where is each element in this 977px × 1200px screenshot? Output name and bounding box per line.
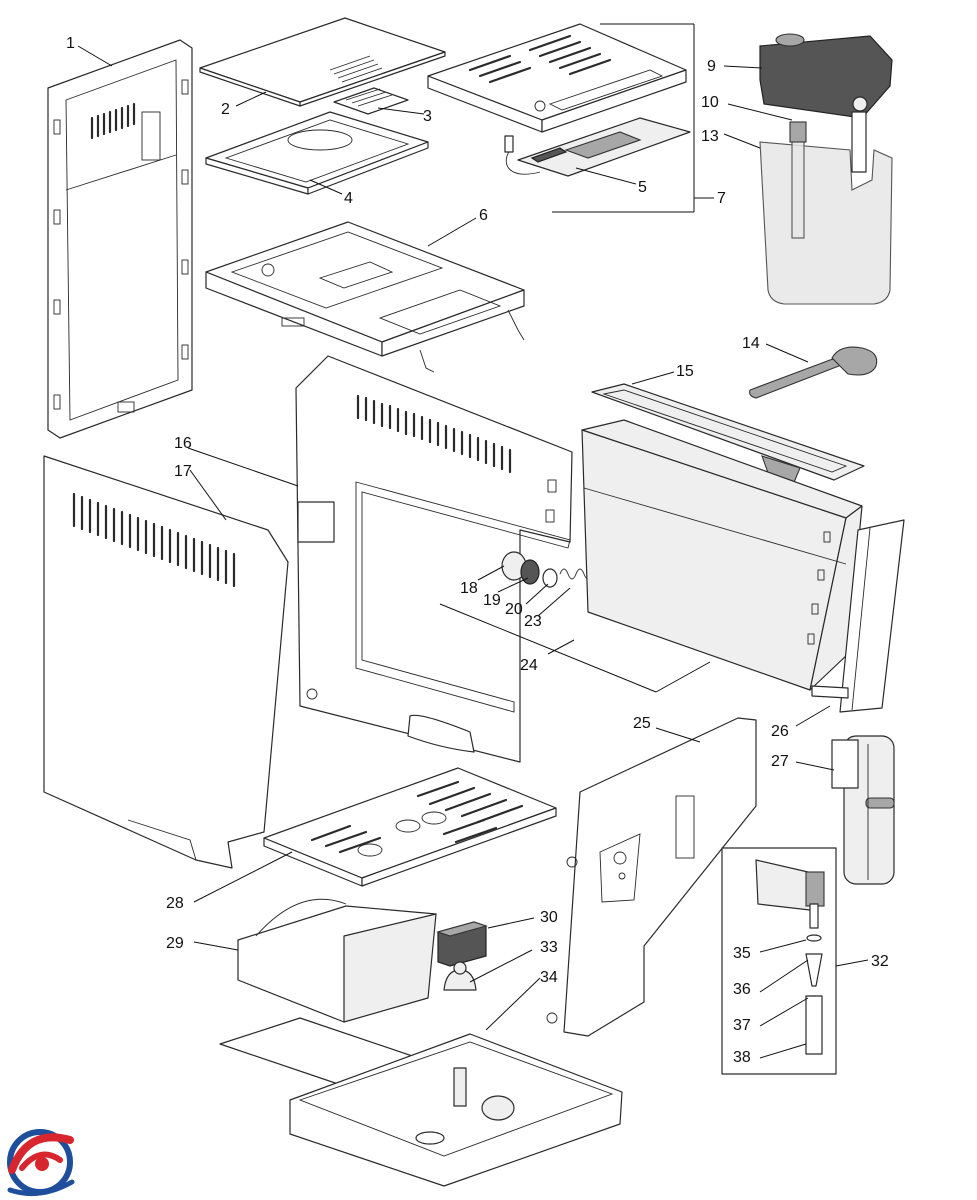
callout-5: 5 (638, 179, 647, 196)
part-3-lid-grille (333, 87, 409, 115)
part-27-pump-assembly (831, 735, 895, 885)
part-34-base-tray (219, 1017, 623, 1187)
part-17-left-side-panel (43, 455, 289, 869)
callout-7: 7 (717, 190, 726, 207)
part-4-drip-tray-top (205, 111, 429, 195)
part-25-front-panel (546, 717, 757, 1037)
callout-2: 2 (221, 101, 230, 118)
part-28-cup-grid (263, 767, 557, 887)
part-20-ring (542, 568, 558, 588)
callout-28: 28 (166, 895, 184, 912)
callout-25: 25 (633, 715, 651, 732)
part-14-measuring-spoon (749, 346, 878, 399)
part-29-grounds-container (237, 898, 437, 1023)
part-7-top-cover-display (427, 23, 695, 213)
callout-38: 38 (733, 1049, 751, 1066)
part-1-rear-panel (47, 39, 193, 439)
callout-35: 35 (733, 945, 751, 962)
callout-27: 27 (771, 753, 789, 770)
callout-24: 24 (520, 657, 538, 674)
part-19-fitting (520, 559, 540, 585)
callout-32: 32 (871, 953, 889, 970)
callout-3: 3 (423, 108, 432, 125)
callout-4: 4 (344, 190, 353, 207)
part-16-inner-frame (295, 355, 573, 763)
callout-17: 17 (174, 463, 192, 480)
part-13-water-tank (759, 139, 893, 305)
leader-lines (77, 45, 869, 1059)
callout-16: 16 (174, 435, 192, 452)
part-30-cap (436, 921, 488, 967)
part-33-foot (443, 961, 477, 991)
callout-36: 36 (733, 981, 751, 998)
callout-14: 14 (742, 335, 760, 352)
callout-9: 9 (707, 58, 716, 75)
part-10-tank-valve (789, 121, 807, 143)
callout-13: 13 (701, 128, 719, 145)
callout-30: 30 (540, 909, 558, 926)
callout-18: 18 (460, 580, 478, 597)
part-6-upper-frame (205, 221, 525, 373)
callout-37: 37 (733, 1017, 751, 1034)
callout-labels: 1 2 3 4 5 6 7 9 10 13 14 15 16 17 18 19 … (66, 35, 889, 1066)
part-2-top-lid (199, 17, 446, 107)
callout-26: 26 (771, 723, 789, 740)
callout-15: 15 (676, 363, 694, 380)
part-38-tube (805, 995, 823, 1055)
part-36-nozzle (805, 953, 823, 987)
callout-6: 6 (479, 207, 488, 224)
callout-19: 19 (483, 592, 501, 609)
callout-10: 10 (701, 94, 719, 111)
part-5-control-board (504, 117, 691, 177)
callout-23: 23 (524, 613, 542, 630)
callout-33: 33 (540, 939, 558, 956)
part-26-side-strip (811, 519, 905, 713)
callout-29: 29 (166, 935, 184, 952)
callout-20: 20 (505, 601, 523, 618)
brand-swirl-logo-icon (7, 1129, 75, 1197)
callout-1: 1 (66, 35, 75, 52)
part-35-o-ring (806, 934, 822, 942)
part-9-tank-lid (759, 33, 893, 173)
callout-34: 34 (540, 969, 558, 986)
